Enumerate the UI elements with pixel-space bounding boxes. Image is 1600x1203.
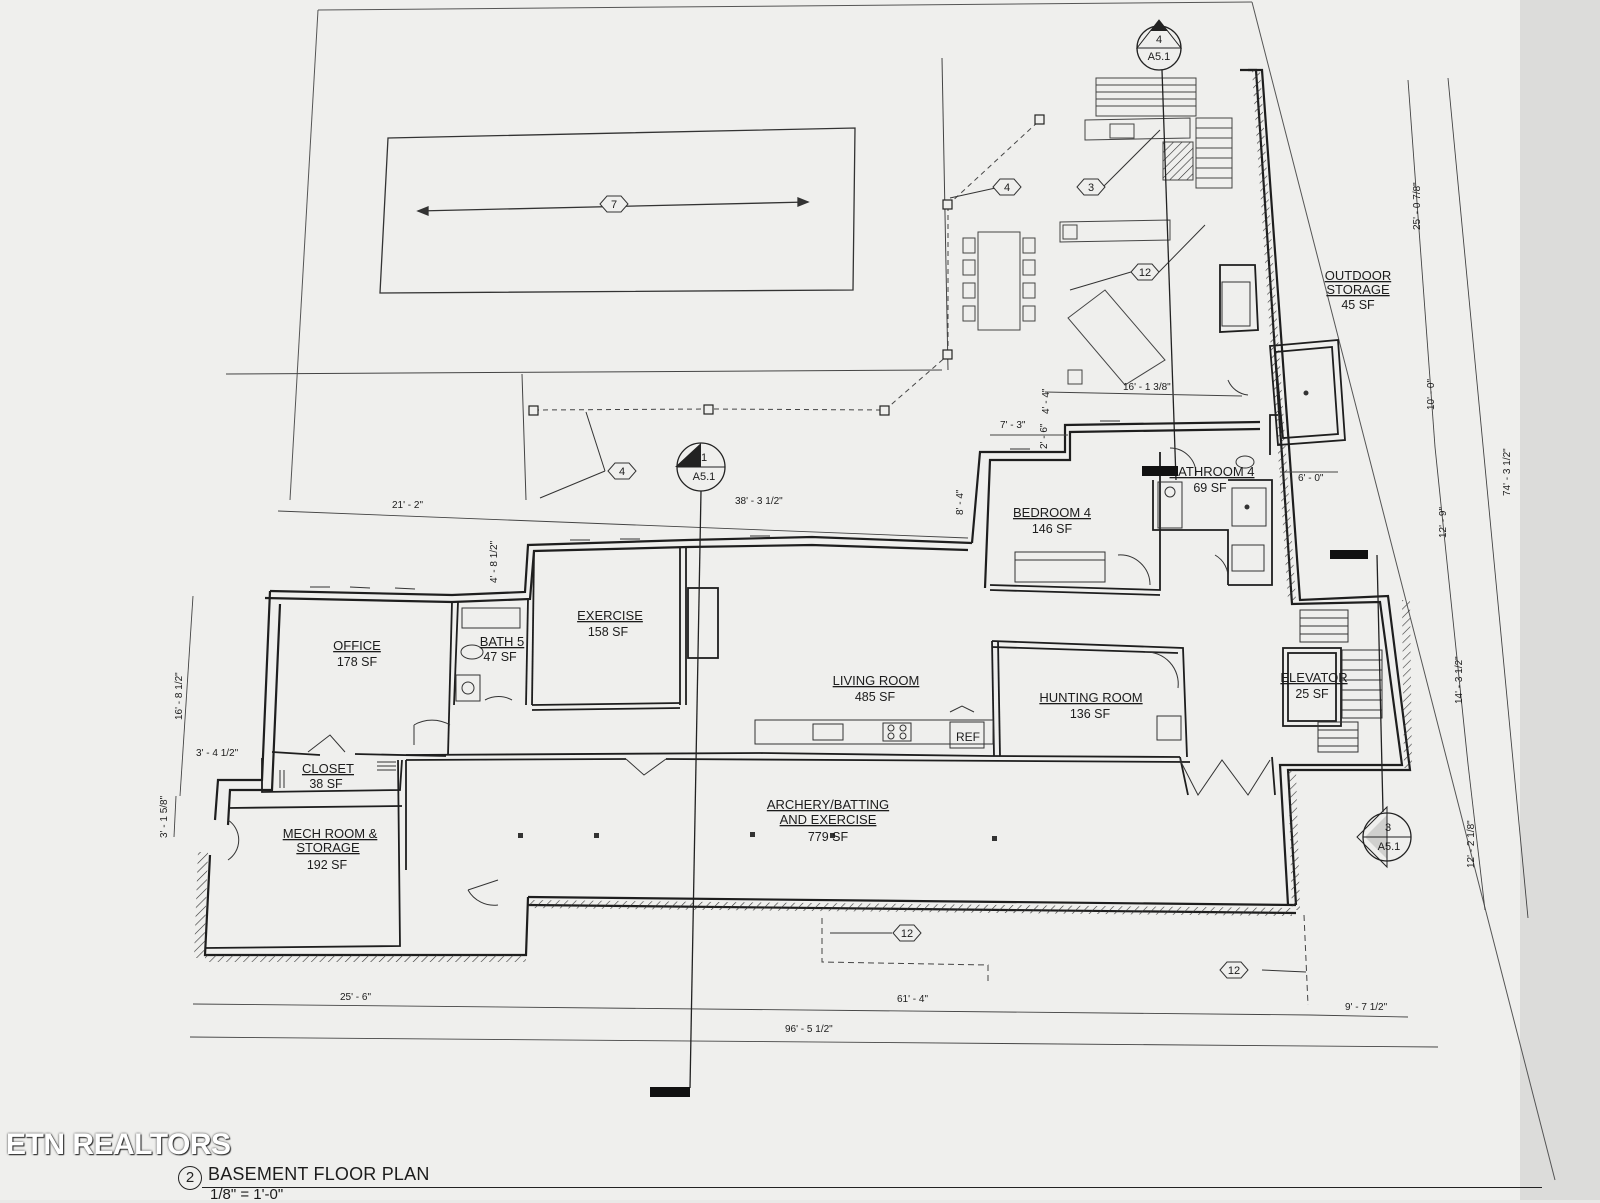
dim-25-0: 25' - 0 7/8" bbox=[1412, 182, 1423, 230]
room-bath5-name: BATH 5 bbox=[480, 634, 525, 649]
dim-14-3: 14' - 3 1/2" bbox=[1454, 656, 1465, 704]
keynote-12-lower-a-label: 12 bbox=[901, 928, 913, 940]
room-mech-area: 192 SF bbox=[307, 858, 348, 872]
room-bedroom4-name: BEDROOM 4 bbox=[1013, 505, 1091, 520]
fixtures bbox=[279, 281, 1383, 788]
drawing-title: BASEMENT FLOOR PLAN bbox=[208, 1164, 430, 1184]
section-marker-4-sheet: A5.1 bbox=[1148, 51, 1171, 63]
room-outdoor-storage-area: 45 SF bbox=[1341, 298, 1375, 312]
keynote-4-upper: 4 bbox=[949, 178, 1022, 199]
interior-walls bbox=[204, 264, 1346, 949]
room-mech-name2: STORAGE bbox=[296, 840, 360, 855]
room-elevator-area: 25 SF bbox=[1295, 687, 1329, 701]
dim-8-4: 8' - 4" bbox=[955, 489, 966, 515]
dimension-labels: 21' - 2" 38' - 3 1/2" 7' - 3" 16' - 1 3/… bbox=[159, 182, 1513, 1035]
keynote-3: 3 bbox=[1076, 129, 1161, 196]
section-marker-3: 3 A5.1 bbox=[1142, 466, 1412, 869]
keynote-12-upper-label: 12 bbox=[1139, 267, 1151, 279]
fixture-ref-label: REF bbox=[956, 730, 980, 744]
exterior-stair bbox=[1095, 77, 1233, 189]
room-bathroom4-area: 69 SF bbox=[1193, 481, 1227, 495]
windows bbox=[310, 420, 1120, 590]
dim-21-2: 21' - 2" bbox=[392, 500, 423, 511]
archery-columns bbox=[518, 832, 997, 841]
room-office-name: OFFICE bbox=[333, 638, 381, 653]
section-marker-1: 1 A5.1 bbox=[650, 442, 726, 1097]
section-marker-4: 4 A5.1 bbox=[1135, 19, 1183, 481]
patio-dining-table bbox=[962, 231, 1036, 331]
dim-16-1: 16' - 1 3/8" bbox=[1123, 382, 1171, 393]
room-bedroom4-area: 146 SF bbox=[1032, 522, 1073, 536]
room-exercise-area: 158 SF bbox=[588, 625, 629, 639]
title-underline bbox=[202, 1187, 1542, 1188]
dim-3-1: 3' - 1 5/8" bbox=[159, 795, 170, 838]
dim-16-8: 16' - 8 1/2" bbox=[174, 672, 185, 720]
paper-shadow bbox=[1520, 0, 1600, 1200]
section-marker-1-num: 1 bbox=[701, 452, 707, 464]
dim-61-4: 61' - 4" bbox=[897, 994, 928, 1005]
dim-6-0: 6' - 0" bbox=[1298, 473, 1324, 484]
dim-4-8: 4' - 8 1/2" bbox=[489, 540, 500, 583]
dim-10-0: 10' - 0" bbox=[1426, 379, 1437, 410]
room-labels: OFFICE 178 SF BATH 5 47 SF EXERCISE 158 … bbox=[283, 268, 1392, 872]
room-closet-area: 38 SF bbox=[309, 777, 343, 791]
section-marker-3-sheet: A5.1 bbox=[1378, 841, 1401, 853]
section-marker-3-num: 3 bbox=[1385, 822, 1391, 834]
room-bathroom4-name: BATHROOM 4 bbox=[1170, 464, 1255, 479]
room-office-area: 178 SF bbox=[337, 655, 378, 669]
keynote-4-lower: 4 bbox=[539, 411, 637, 499]
room-living-name: LIVING ROOM bbox=[833, 673, 920, 688]
dimension-lines bbox=[173, 77, 1529, 1048]
room-living-area: 485 SF bbox=[855, 690, 896, 704]
keynote-4-upper-label: 4 bbox=[1004, 182, 1010, 194]
dim-7-3: 7' - 3" bbox=[1000, 420, 1026, 431]
room-elevator-name: ELEVATOR bbox=[1280, 670, 1347, 685]
keynote-12-lower-b: 12 bbox=[1219, 914, 1309, 1006]
section-marker-4-num: 4 bbox=[1156, 34, 1162, 46]
dim-9-7: 9' - 7 1/2" bbox=[1345, 1002, 1388, 1013]
room-hunting-area: 136 SF bbox=[1070, 707, 1111, 721]
dim-12-2: 12' - 2 1/8" bbox=[1466, 820, 1477, 868]
dim-2-6: 2' - 6" bbox=[1039, 423, 1050, 449]
dim-4-4: 4' - 4" bbox=[1041, 388, 1052, 414]
room-archery-name2: AND EXERCISE bbox=[780, 812, 877, 827]
room-bath5-area: 47 SF bbox=[483, 650, 517, 664]
drawing-scale: 1/8" = 1'-0" bbox=[210, 1186, 284, 1203]
keynote-12-lower-a: 12 bbox=[821, 918, 989, 985]
dim-38-3: 38' - 3 1/2" bbox=[735, 496, 783, 507]
retaining-wall-hatch bbox=[194, 70, 1412, 962]
dim-74-3: 74' - 3 1/2" bbox=[1502, 448, 1513, 496]
room-mech-name: MECH ROOM & bbox=[283, 826, 378, 841]
dim-12-9: 12' - 9" bbox=[1438, 507, 1449, 538]
column-markers bbox=[528, 114, 1045, 416]
doors bbox=[227, 379, 1271, 906]
realtor-watermark: ETN REALTORS bbox=[6, 1128, 231, 1161]
room-hunting-name: HUNTING ROOM bbox=[1039, 690, 1142, 705]
keynote-7-label: 7 bbox=[611, 199, 617, 211]
dim-25-6: 25' - 6" bbox=[340, 992, 371, 1003]
room-closet-name: CLOSET bbox=[302, 761, 354, 776]
keynote-7: 7 bbox=[599, 195, 629, 213]
keynote-4-lower-label: 4 bbox=[619, 466, 625, 478]
room-exercise-name: EXERCISE bbox=[577, 608, 643, 623]
outdoor-kitchen bbox=[1059, 117, 1194, 386]
dim-96-5: 96' - 5 1/2" bbox=[785, 1024, 833, 1035]
section-marker-1-sheet: A5.1 bbox=[693, 471, 716, 483]
keynote-3-label: 3 bbox=[1088, 182, 1094, 194]
room-archery-name: ARCHERY/BATTING bbox=[767, 797, 889, 812]
room-archery-area: 779 SF bbox=[808, 830, 849, 844]
sheet-border bbox=[289, 1, 1556, 1181]
room-outdoor-storage-name: OUTDOOR bbox=[1325, 268, 1391, 283]
dim-3-4: 3' - 4 1/2" bbox=[196, 748, 239, 759]
keynote-12-upper: 12 bbox=[1069, 224, 1206, 291]
view-number-badge: 2 bbox=[178, 1166, 202, 1190]
keynote-12-lower-b-label: 12 bbox=[1228, 965, 1240, 977]
room-outdoor-storage-name2: STORAGE bbox=[1326, 282, 1390, 297]
